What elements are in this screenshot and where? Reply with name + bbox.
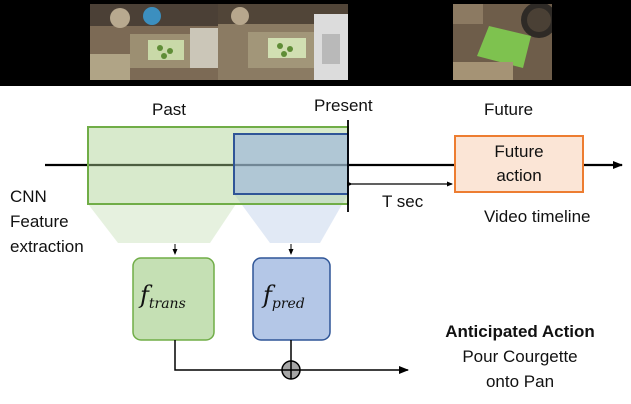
f-trans-module [132,257,215,341]
pred-projection-funnel [234,194,348,243]
anticipated-action-title: Anticipated Action [445,322,595,341]
future-frame [453,4,552,80]
anticipated-action-line1: Pour Courgette [462,347,578,366]
future-label: Future [484,100,534,119]
anticipated-action-line2: onto Pan [485,372,555,391]
present-label: Present [314,96,373,115]
f-trans-label: ftrans [140,281,186,312]
future-action-box [454,135,584,193]
past-frame-2 [218,4,348,80]
past-projection-funnel [88,204,236,243]
cnn-label-line2: Feature [10,212,69,231]
past-frame-1 [90,4,218,80]
cnn-label-line3: extraction [10,237,84,256]
video-frames-bar [0,0,631,86]
f-pred-label: fpred [263,281,305,312]
past-label: Past [152,100,187,119]
video-timeline-label: Video timeline [484,207,591,226]
t-sec-label: T sec [382,192,424,211]
trans-output-line [174,340,282,371]
future-action-line2: action [496,166,542,185]
future-action-line1: Future [494,142,544,161]
cnn-label-line1: CNN [10,187,47,206]
pred-window [233,133,349,195]
